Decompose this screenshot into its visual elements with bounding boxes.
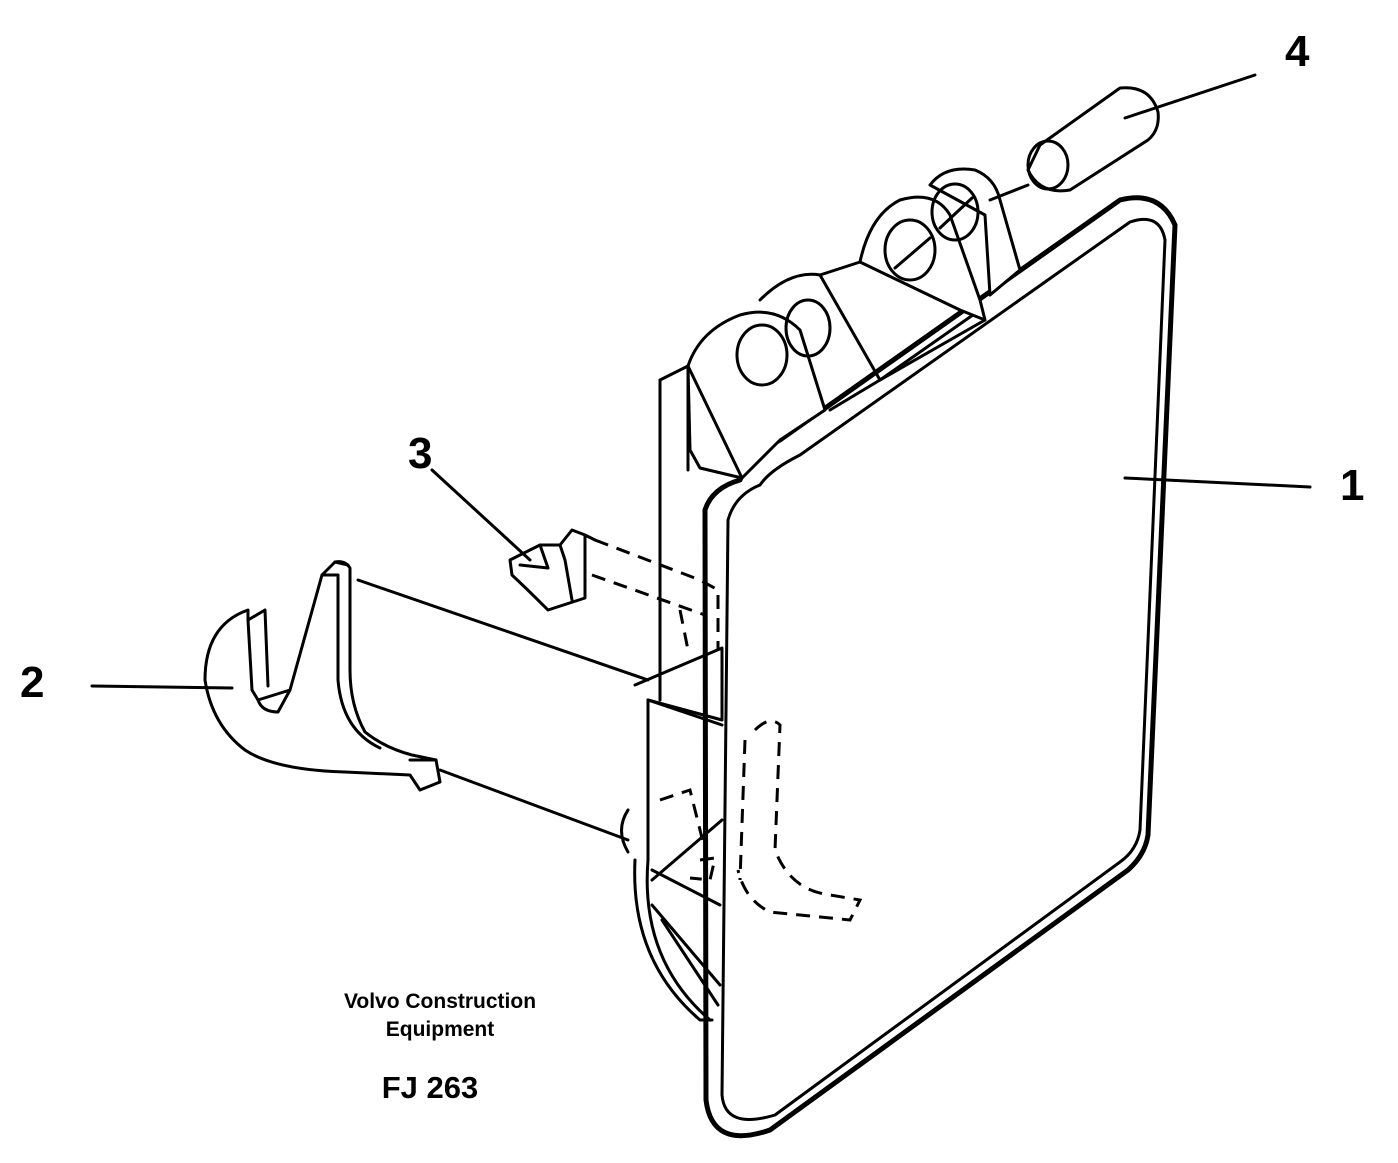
leader-lines (90, 73, 1312, 690)
leader-line-4 (1123, 73, 1257, 120)
part-4-pin (988, 86, 1160, 202)
caption-company-line1: Volvo Construction (344, 990, 536, 1013)
callout-1: 1 (1340, 461, 1364, 510)
figure-code: FJ 263 (382, 1070, 479, 1105)
caption-company-line2: Equipment (386, 1018, 495, 1041)
part-1-plate (591, 167, 1178, 1139)
part-3-wedge (508, 528, 597, 612)
callout-4: 4 (1285, 27, 1310, 76)
leader-line-1 (1123, 476, 1312, 489)
callout-3: 3 (408, 429, 432, 478)
callout-2: 2 (20, 658, 44, 707)
leader-line-3 (430, 468, 532, 562)
part-2-hook (203, 560, 650, 854)
leader-line-2 (90, 684, 234, 690)
